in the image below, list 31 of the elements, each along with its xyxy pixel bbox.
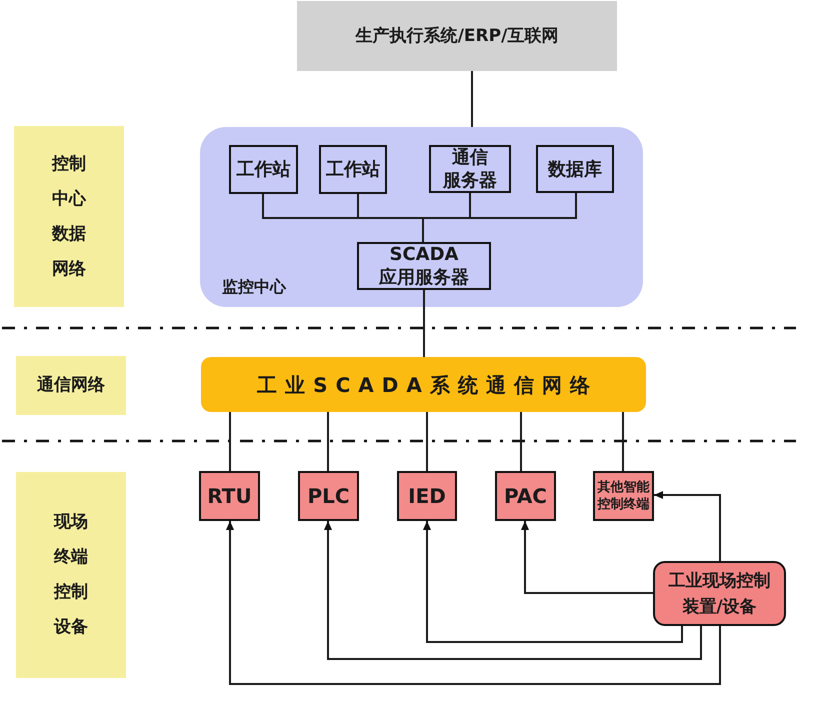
device-box: PLC bbox=[298, 471, 359, 521]
component-box: 数据库 bbox=[536, 145, 614, 193]
connector-line bbox=[423, 290, 425, 357]
connector-line bbox=[422, 193, 577, 242]
component-box: SCADA 应用服务器 bbox=[357, 242, 491, 290]
region-label: 监控中心 bbox=[222, 277, 286, 297]
arrow bbox=[520, 521, 653, 594]
component-box: 工作站 bbox=[229, 145, 298, 194]
device-box: 其他智能控制终端 bbox=[593, 471, 654, 521]
layer-label-box: 通信网络 bbox=[16, 356, 126, 415]
network-bar: 工业SCADA系统通信网络 bbox=[201, 357, 646, 412]
device-box: RTU bbox=[199, 471, 260, 521]
connector-line bbox=[520, 412, 522, 471]
arrow bbox=[654, 490, 721, 561]
arrow bbox=[226, 521, 721, 685]
connector-line bbox=[426, 412, 428, 471]
arrow bbox=[324, 521, 702, 660]
component-box: 通信服务器 bbox=[429, 145, 511, 193]
region-panel bbox=[200, 127, 643, 307]
component-box: 工作站 bbox=[319, 145, 387, 194]
connector-line bbox=[327, 412, 329, 471]
connector-line bbox=[229, 412, 231, 471]
layer-label-box: 控制中心数据网络 bbox=[14, 126, 124, 307]
device-box: IED bbox=[397, 471, 457, 521]
system-box: 生产执行系统/ERP/互联网 bbox=[297, 1, 617, 71]
arrow bbox=[422, 521, 683, 643]
layer-label-box: 现场终端控制设备 bbox=[16, 472, 126, 678]
connector-line bbox=[622, 412, 624, 471]
device-box: 工业现场控制装置/设备 bbox=[653, 561, 786, 626]
device-box: PAC bbox=[495, 471, 556, 521]
connector-line bbox=[471, 71, 473, 127]
